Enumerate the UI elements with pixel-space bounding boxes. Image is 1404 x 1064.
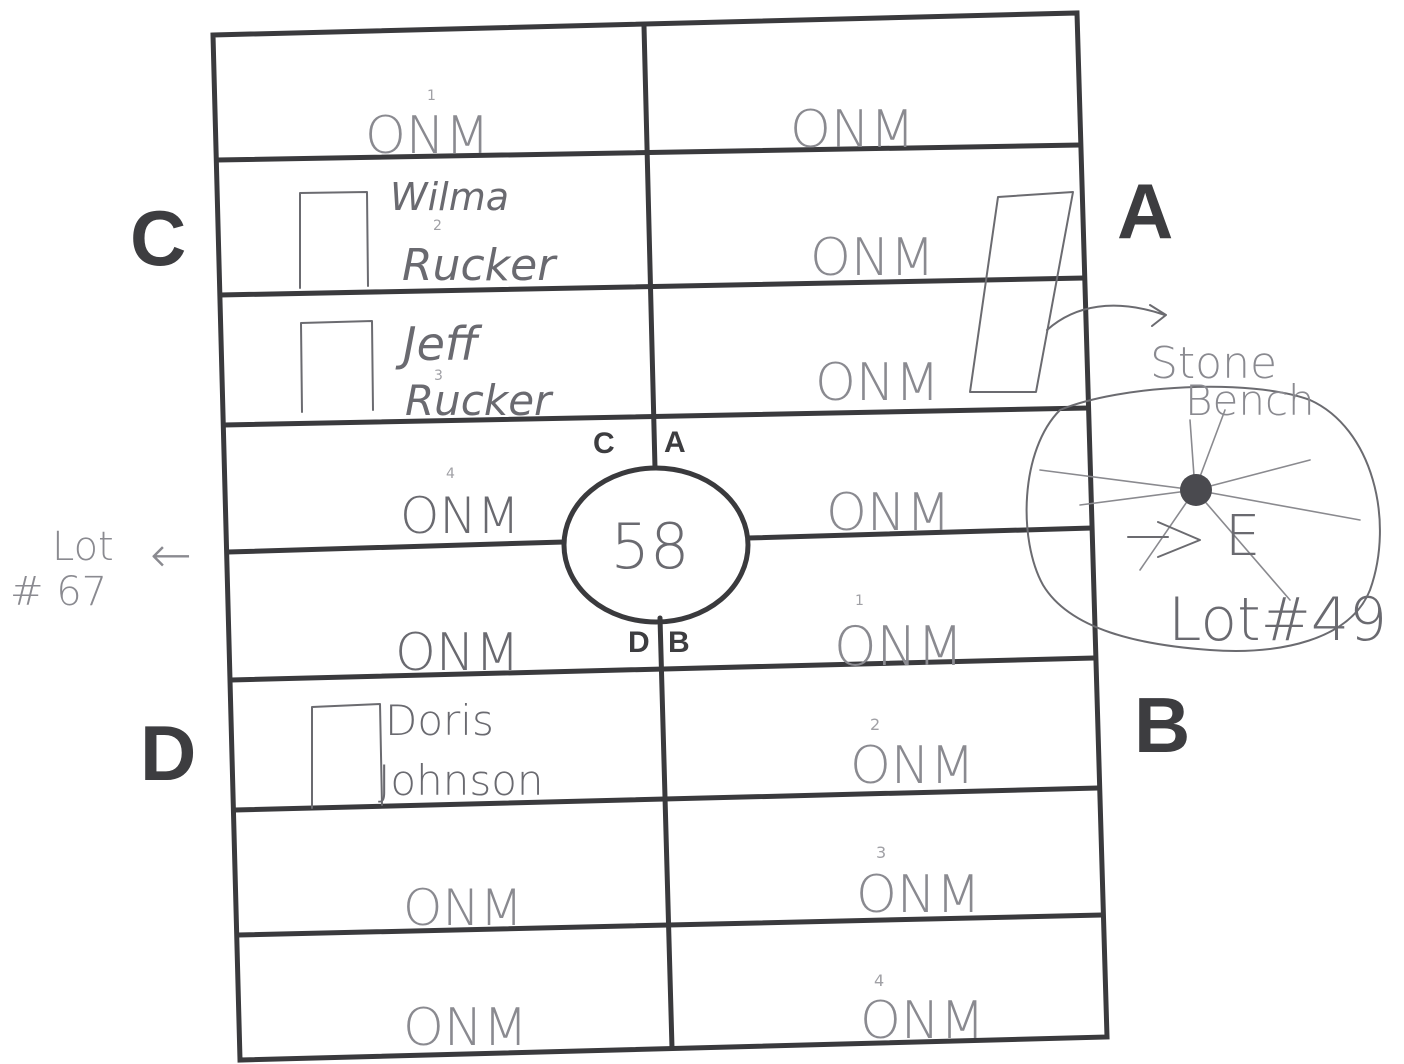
center-divider-lower — [660, 618, 672, 1048]
left-plot-2-name-line1: Wilma — [390, 175, 509, 219]
section-label-a: A — [1117, 167, 1173, 255]
right-plot-7-text: ONM — [856, 865, 981, 925]
tree-trunk-icon — [1180, 474, 1212, 506]
left-plot-4-text: ONM — [400, 487, 520, 545]
left-plot-1-text: ONM — [365, 106, 490, 166]
circle-label-lower-left: D — [628, 626, 650, 659]
east-arrow-icon — [1128, 522, 1200, 557]
left-plot-7-text: ONM — [403, 879, 523, 937]
left-arrow-icon: ← — [150, 526, 192, 584]
left-plot-2-name-line2: Rucker — [402, 240, 558, 291]
circle-label-upper-left: C — [593, 427, 615, 460]
right-plot-5-text: ONM — [834, 615, 964, 678]
right-annotation-bench: Bench — [1185, 376, 1315, 425]
circle-label-upper-right: A — [664, 426, 686, 459]
right-plot-7-number: 3 — [876, 843, 886, 862]
right-annotation-lot: Lot#49 — [1168, 585, 1387, 655]
circle-label-lower-right: B — [668, 626, 690, 659]
left-plot-3-name-line1: Jeff — [395, 317, 483, 371]
right-plot-8-number: 4 — [874, 971, 884, 990]
section-label-c: C — [130, 194, 186, 282]
left-plot-8-text: ONM — [403, 998, 528, 1058]
section-label-d: D — [140, 709, 196, 797]
stone-bench-drawing — [970, 192, 1073, 392]
left-annotation-number: # 67 — [10, 569, 107, 615]
right-plot-1-text: ONM — [790, 100, 915, 160]
headstone-doris-johnson — [312, 704, 382, 808]
left-plot-3-name-line2: Rucker — [405, 376, 554, 425]
left-plot-6-name-line2: Johnson — [378, 756, 544, 805]
center-lot-number: 58 — [611, 510, 690, 583]
right-plot-4-text: ONM — [826, 483, 951, 543]
section-label-b: B — [1134, 681, 1190, 769]
right-plot-3-text: ONM — [815, 353, 940, 413]
right-annotation-direction: E — [1225, 504, 1260, 569]
left-plot-2-number: 2 — [433, 218, 442, 234]
headstone-wilma-rucker — [300, 192, 368, 288]
right-plot-6-number: 2 — [870, 715, 880, 734]
right-plot-5-number: 1 — [855, 593, 864, 609]
right-plot-2-text: ONM — [810, 228, 935, 288]
right-plot-8-text: ONM — [860, 991, 985, 1051]
left-annotation-lot: Lot — [52, 524, 114, 570]
headstone-jeff-rucker — [301, 321, 373, 412]
right-plot-6-text: ONM — [850, 736, 975, 796]
center-divider-upper — [644, 26, 655, 468]
left-plot-4-number: 4 — [446, 466, 455, 482]
left-plot-5-text: ONM — [395, 623, 520, 683]
stone-bench-pointer-arrow — [1047, 305, 1166, 330]
left-plot-1-number: 1 — [427, 88, 436, 104]
left-plot-6-name-line1: Doris — [385, 696, 494, 745]
